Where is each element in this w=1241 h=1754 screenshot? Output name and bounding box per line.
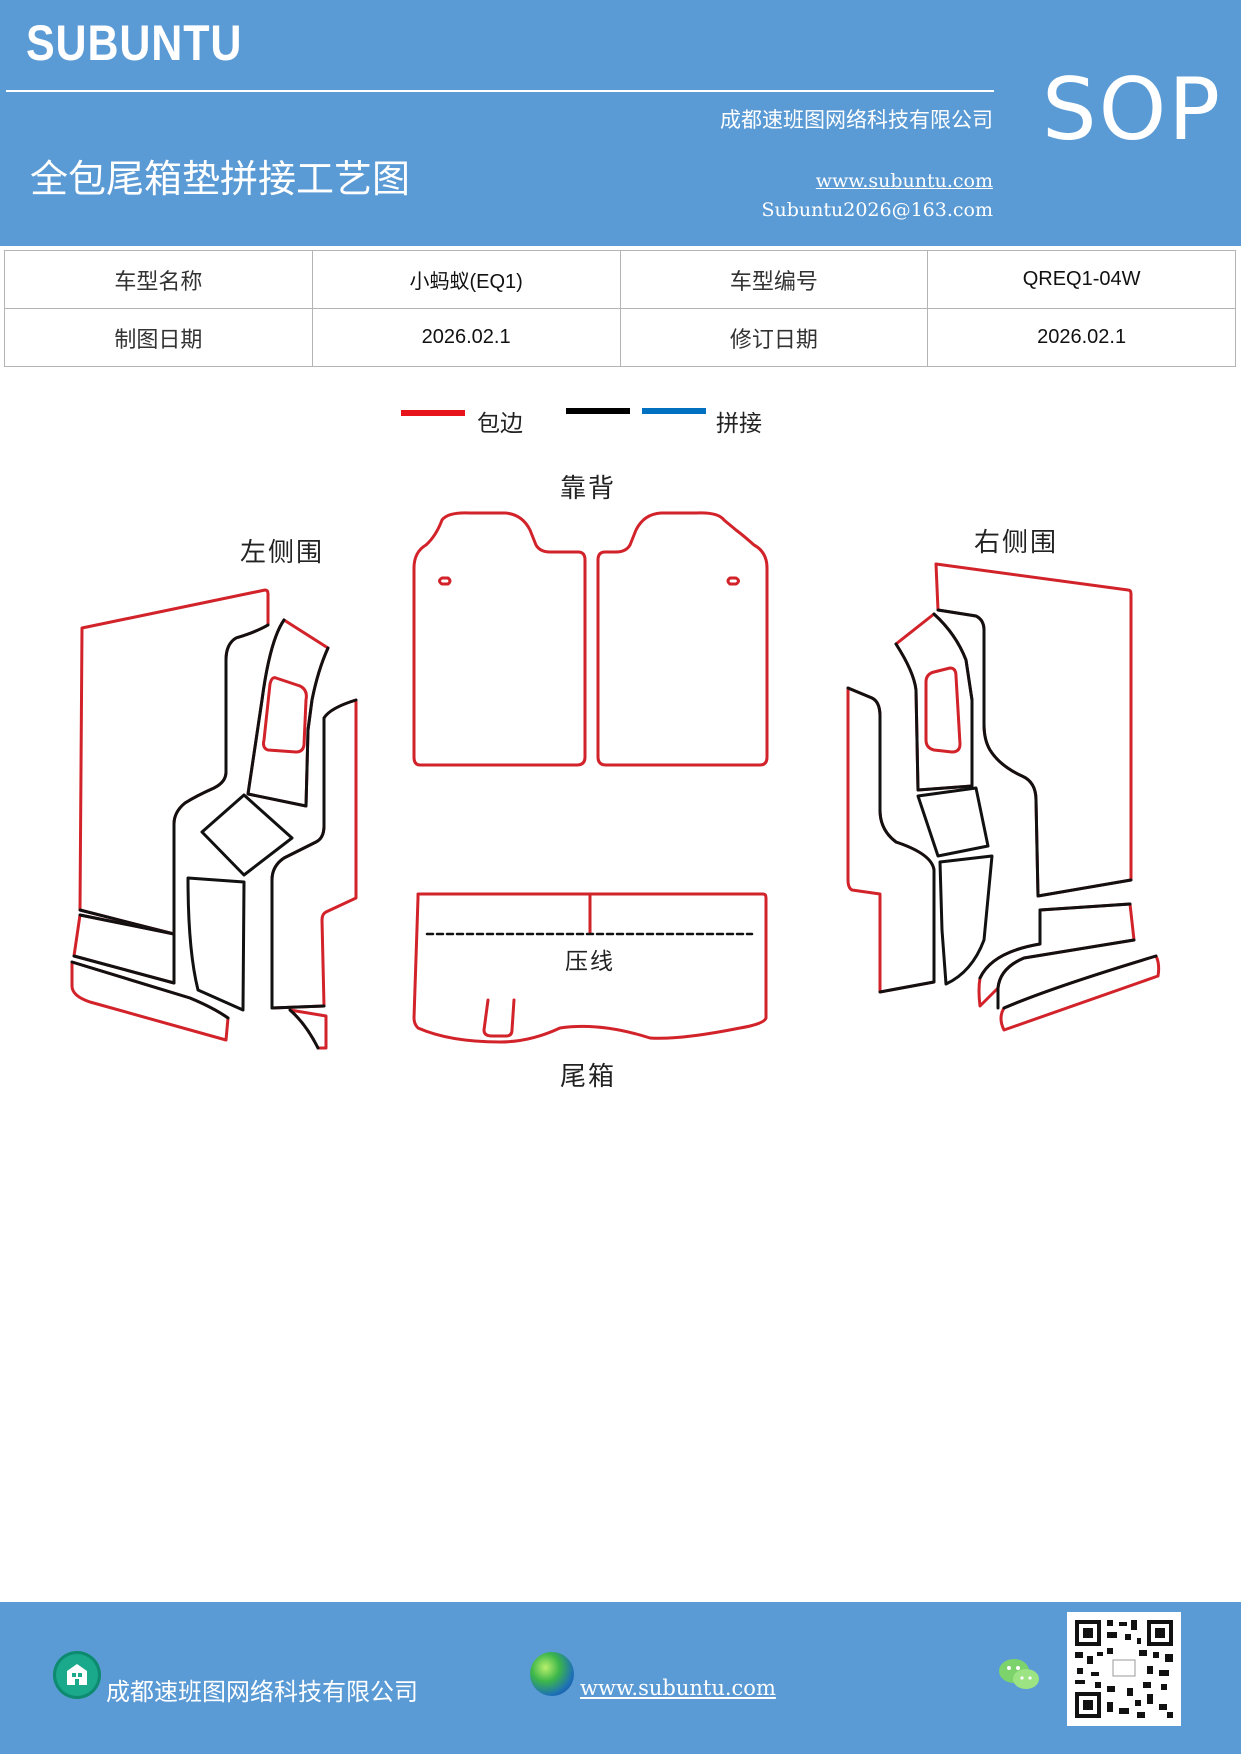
page-title: 全包尾箱垫拼接工艺图 — [30, 157, 411, 201]
right-side-center-strip — [938, 854, 994, 986]
right-side-lower-strip-1-seam — [978, 902, 1136, 1010]
left-side-main-seam — [78, 623, 270, 936]
right-side-main-seam — [936, 608, 1133, 898]
legend-splice-swatch — [642, 408, 706, 414]
right-side-window — [924, 666, 962, 754]
left-side-window — [262, 676, 308, 754]
right-side-quad — [916, 786, 990, 858]
globe-icon — [530, 1652, 574, 1696]
footer-url-link[interactable]: www.subuntu.com — [580, 1676, 776, 1700]
table-cell: 车型编号 — [619, 250, 929, 309]
trunk-floor-panel — [412, 892, 768, 1044]
header-divider — [6, 90, 994, 92]
header-url-link[interactable]: www.subuntu.com — [815, 170, 993, 192]
right-side-left-column — [846, 686, 936, 994]
right-side-label: 右侧围 — [974, 528, 1059, 558]
right-side-lower-strip-2-seam — [1002, 954, 1158, 1010]
table-row: 制图日期 2026.02.1 修订日期 2026.02.1 — [4, 308, 1236, 367]
brand-logo: SUBUNTU — [26, 15, 243, 71]
left-side-label: 左侧围 — [240, 538, 325, 568]
info-table: 车型名称 小蚂蚁(EQ1) 车型编号 QREQ1-04W 制图日期 2026.0… — [4, 250, 1236, 367]
table-row: 车型名称 小蚂蚁(EQ1) 车型编号 QREQ1-04W — [4, 250, 1236, 309]
left-side-lower-strip-1-seam — [72, 913, 176, 985]
table-cell: 制图日期 — [4, 308, 313, 367]
left-side-pillar-seam — [246, 618, 330, 808]
right-side-left-column-seam — [846, 686, 936, 994]
right-side-pillar — [894, 612, 974, 792]
trunk-label: 尾箱 — [560, 1062, 617, 1092]
header-company: 成都速班图网络科技有限公司 — [720, 108, 993, 132]
left-side-lower-strip-2 — [70, 960, 230, 1042]
qr-code-glyph — [1075, 1620, 1173, 1718]
left-side-foot-seam — [288, 1008, 320, 1050]
backrest-left-slot — [438, 576, 452, 586]
qr-code-icon — [1067, 1612, 1181, 1726]
backrest-label: 靠背 — [560, 474, 617, 504]
left-side-right-column-seam — [270, 698, 358, 1010]
sop-badge: SOP — [1042, 60, 1223, 160]
header-banner — [0, 0, 1241, 246]
table-cell: 修订日期 — [619, 308, 929, 367]
table-cell: 车型名称 — [4, 250, 313, 309]
backrest-left-panel — [412, 511, 587, 767]
table-cell: QREQ1-04W — [927, 250, 1236, 309]
header-email: Subuntu2026@163.com — [761, 199, 993, 221]
right-side-lower-strip-2 — [999, 954, 1161, 1032]
legend-splice-label: 拼接 — [716, 411, 762, 437]
left-side-lower-strip-2-seam — [70, 960, 230, 1020]
trunk-floor-notch — [482, 998, 516, 1038]
left-side-center-strip — [186, 876, 246, 1012]
legend-black-swatch — [566, 408, 630, 414]
right-side-pillar-seam — [894, 612, 974, 792]
footer-company: 成都速班图网络科技有限公司 — [106, 1678, 418, 1706]
left-side-right-column — [270, 698, 358, 1010]
backrest-right-slot — [726, 576, 740, 586]
legend-edge-label: 包边 — [477, 411, 523, 437]
table-cell: 小蚂蚁(EQ1) — [311, 250, 621, 309]
left-side-diamond — [200, 793, 294, 877]
table-cell: 2026.02.1 — [927, 308, 1236, 367]
backrest-right-panel — [596, 511, 769, 767]
legend-edge-swatch — [401, 410, 465, 416]
table-cell: 2026.02.1 — [311, 308, 621, 367]
wechat-icon[interactable] — [995, 1653, 1043, 1697]
crease-label: 压线 — [565, 949, 615, 975]
building-icon-glyph — [67, 1664, 87, 1685]
building-icon — [53, 1651, 101, 1699]
